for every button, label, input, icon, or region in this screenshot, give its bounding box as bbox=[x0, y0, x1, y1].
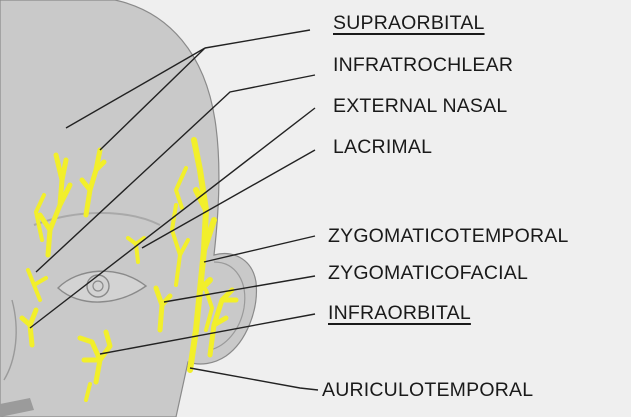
label-supraorbital: SUPRAORBITAL bbox=[333, 14, 485, 34]
leader-supraorbital-bar bbox=[205, 30, 310, 48]
label-zygomaticofacial: ZYGOMATICOFACIAL bbox=[328, 264, 528, 284]
label-infraorbital: INFRAORBITAL bbox=[328, 304, 471, 324]
label-auriculotemporal: AURICULOTEMPORAL bbox=[322, 381, 533, 401]
leader-zygomaticotemporal bbox=[204, 236, 315, 262]
label-lacrimal: LACRIMAL bbox=[333, 138, 432, 158]
label-zygomaticotemporal: ZYGOMATICOTEMPORAL bbox=[328, 227, 569, 247]
label-external-nasal: EXTERNAL NASAL bbox=[333, 97, 507, 117]
label-infratrochlear: INFRATROCHLEAR bbox=[333, 56, 513, 76]
leader-auriculotemporal bbox=[190, 368, 318, 390]
